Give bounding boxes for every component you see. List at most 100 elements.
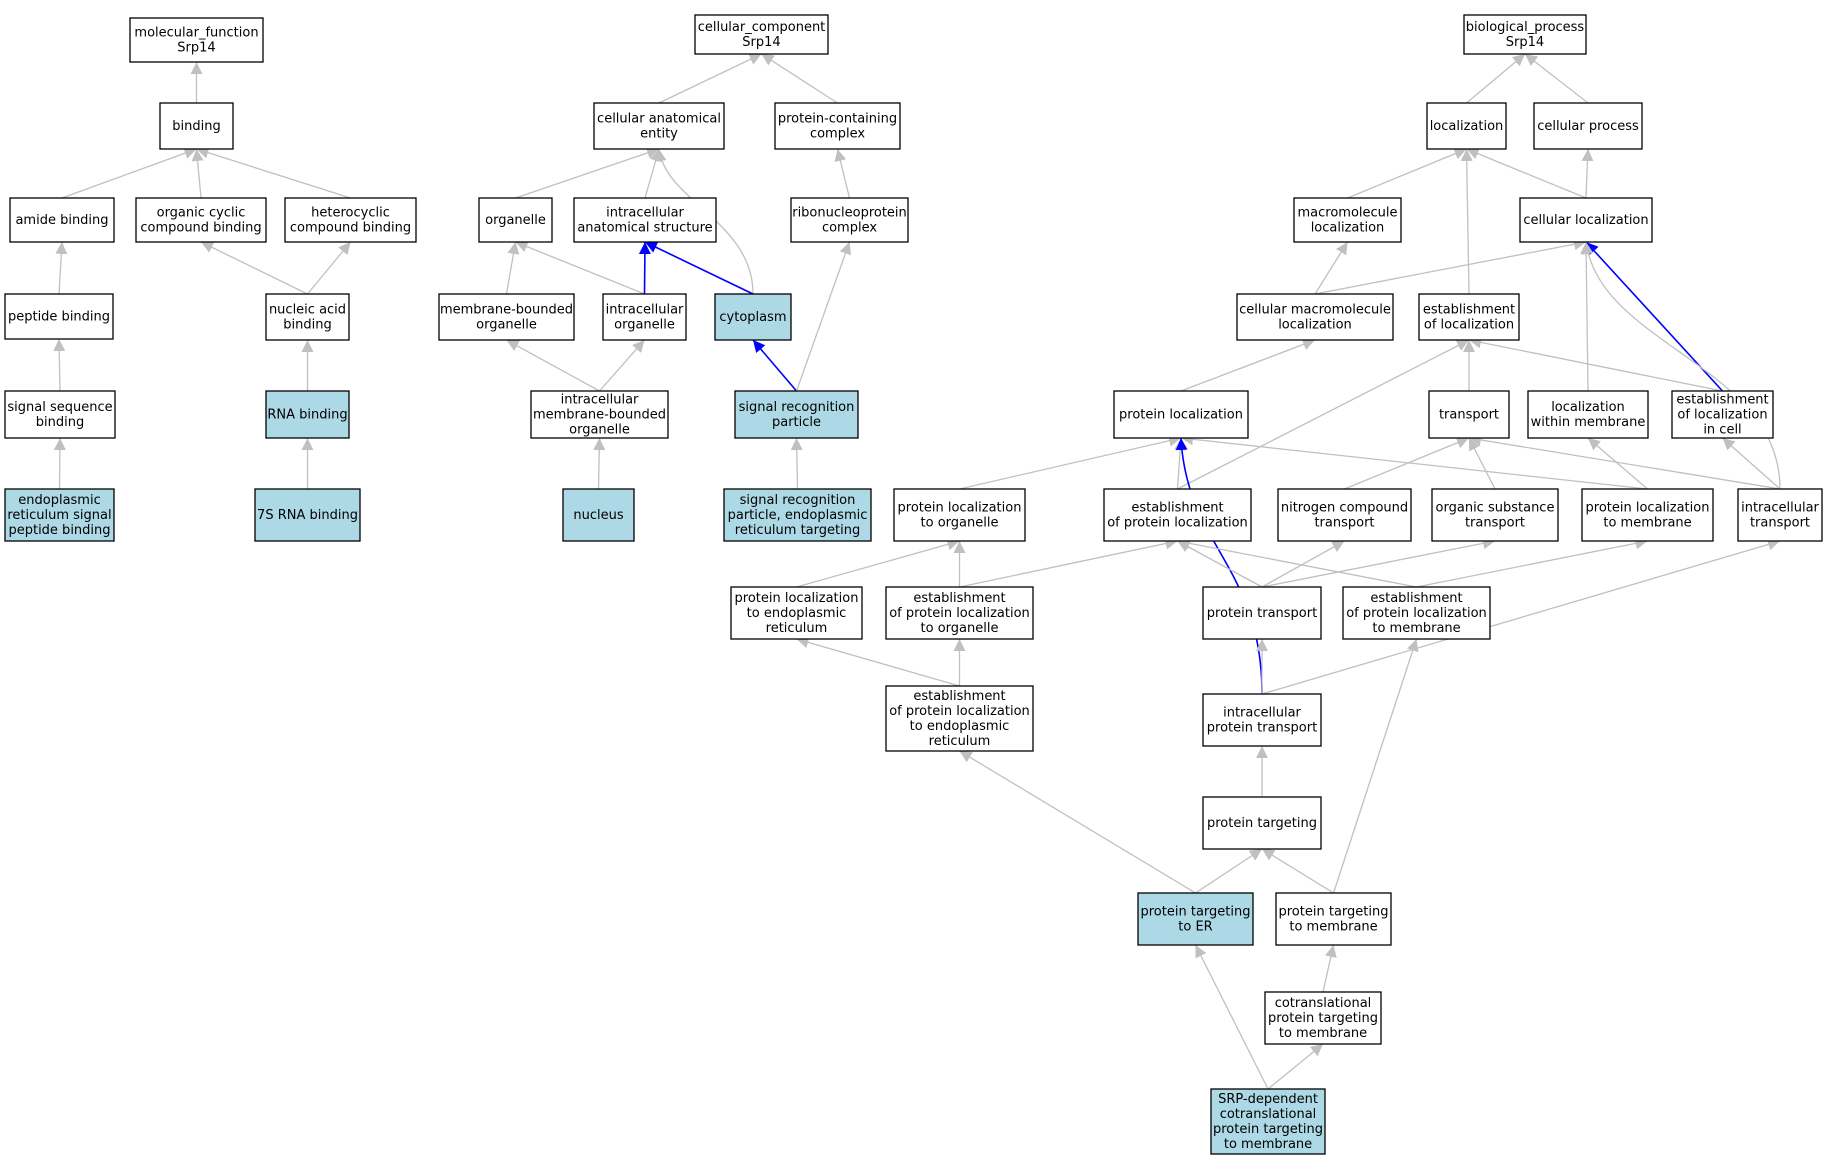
edge-nitro-to-transport bbox=[1344, 436, 1470, 490]
node-cellproc[interactable]: cellular process bbox=[1533, 102, 1643, 150]
node-box bbox=[1428, 390, 1510, 439]
edge-ptarger-to-prottarg bbox=[1195, 848, 1263, 894]
node-box bbox=[1293, 197, 1402, 243]
edge-srpdep-to-ptarger bbox=[1194, 944, 1269, 1090]
edge-ictrans-to-transport bbox=[1468, 434, 1781, 490]
node-rnabind[interactable]: RNA binding bbox=[265, 390, 350, 439]
node-box bbox=[265, 390, 350, 439]
node-label: to ER bbox=[1178, 920, 1212, 935]
node-label: to organelle bbox=[921, 621, 999, 636]
node-label: cellular localization bbox=[1523, 213, 1648, 228]
node-label: intracellular bbox=[606, 206, 684, 221]
node-label: 7S RNA binding bbox=[257, 508, 358, 523]
edge-protloc-to-cmacloc bbox=[1180, 338, 1316, 392]
node-box bbox=[734, 390, 859, 439]
node-cellloc[interactable]: cellular localization bbox=[1519, 197, 1653, 243]
node-label: of protein localization bbox=[889, 704, 1030, 719]
node-label: cotranslational bbox=[1220, 1107, 1317, 1122]
node-loc[interactable]: localization bbox=[1426, 102, 1507, 150]
node-transport[interactable]: transport bbox=[1428, 390, 1510, 439]
node-box bbox=[284, 197, 417, 243]
edge-cae-to-cc bbox=[658, 53, 762, 104]
node-protloc[interactable]: protein localization bbox=[1113, 390, 1249, 439]
node-box bbox=[1737, 488, 1823, 542]
node-organelle[interactable]: organelle bbox=[478, 197, 553, 243]
node-label: Srp14 bbox=[1506, 35, 1544, 50]
edge-signalseq-to-peptide bbox=[53, 338, 66, 392]
edge-imbo-to-mbo bbox=[506, 339, 600, 392]
node-label: protein targeting bbox=[1213, 1122, 1323, 1137]
node-cytoplasm[interactable]: cytoplasm bbox=[714, 293, 792, 341]
node-label: particle, endoplasmic bbox=[728, 508, 868, 523]
node-label: protein transport bbox=[1207, 721, 1317, 736]
node-label: in cell bbox=[1703, 423, 1741, 438]
node-binding[interactable]: binding bbox=[159, 102, 234, 150]
edge-plmem-to-locmem bbox=[1587, 437, 1648, 490]
node-nucleus[interactable]: nucleus bbox=[562, 488, 635, 542]
edge-icprottrans-to-ictrans bbox=[1261, 538, 1781, 695]
node-label: cytoplasm bbox=[719, 310, 786, 325]
node-label: signal recognition bbox=[740, 493, 856, 508]
node-box bbox=[714, 293, 792, 341]
node-label: amide binding bbox=[15, 213, 108, 228]
node-prottrans[interactable]: protein transport bbox=[1202, 586, 1322, 640]
edge-prottrans-to-estprotloc bbox=[1177, 540, 1263, 588]
node-label: complex bbox=[810, 127, 865, 142]
edge-orgcyc-to-binding bbox=[191, 148, 204, 199]
node-label: of localization bbox=[1424, 318, 1514, 333]
node-rna7s[interactable]: 7S RNA binding bbox=[254, 488, 361, 542]
node-box bbox=[1113, 390, 1249, 439]
node-box bbox=[593, 102, 725, 150]
edge-cellproc-to-bp bbox=[1524, 53, 1589, 104]
node-label: ribonucleoprotein bbox=[792, 206, 907, 221]
node-label: transport bbox=[1314, 516, 1374, 531]
node-label: protein localization bbox=[898, 501, 1022, 516]
node-label: to membrane bbox=[1279, 1026, 1367, 1041]
node-label: protein targeting bbox=[1279, 905, 1389, 920]
node-label: cellular process bbox=[1537, 119, 1639, 134]
node-peptide[interactable]: peptide binding bbox=[4, 293, 114, 340]
edge-ptarger-to-estpler bbox=[959, 750, 1196, 894]
node-amide[interactable]: amide binding bbox=[9, 197, 115, 243]
node-label: cellular macromolecule bbox=[1239, 303, 1391, 318]
node-prottarg[interactable]: protein targeting bbox=[1202, 796, 1322, 850]
node-label: cellular_component bbox=[698, 20, 826, 35]
